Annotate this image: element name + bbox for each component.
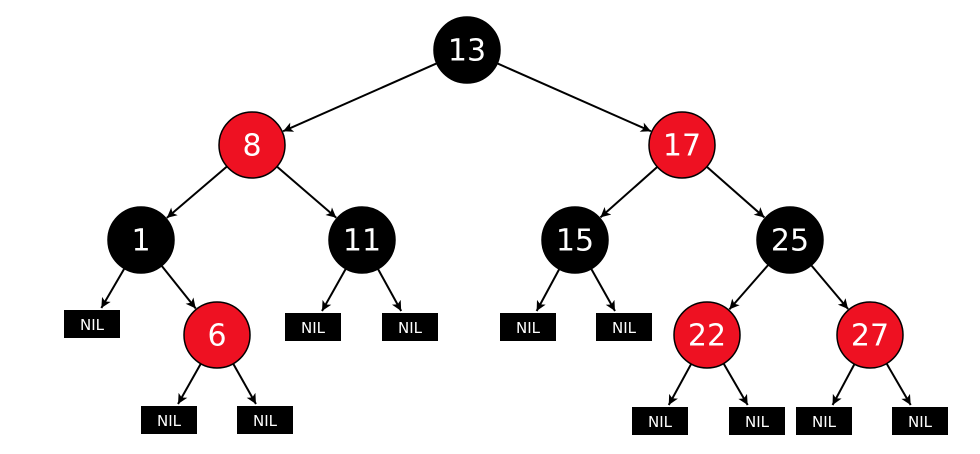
- edge-n13-n8: [282, 62, 438, 133]
- node-label: 22: [688, 319, 726, 354]
- node-label: 17: [663, 129, 701, 164]
- tree-edges: [100, 62, 912, 406]
- nil-label: NIL: [648, 413, 673, 431]
- nil-box: [632, 407, 688, 435]
- nil-15-left: NIL: [500, 313, 556, 341]
- tree-node-8: 8: [218, 111, 286, 179]
- node-circle-red: [183, 301, 251, 369]
- edge-n8-n11: [276, 165, 337, 219]
- edge-n15-nil-15-right: [590, 268, 616, 312]
- nil-box: [596, 313, 652, 341]
- node-circle-black: [541, 206, 609, 274]
- nil-11-left: NIL: [285, 313, 341, 341]
- tree-node-15: 15: [541, 206, 609, 274]
- edge-n22-nil-22-left: [667, 363, 693, 406]
- tree-node-22: 22: [673, 301, 741, 369]
- node-label: 25: [771, 224, 809, 259]
- node-label: 8: [242, 129, 261, 164]
- nil-label: NIL: [745, 413, 770, 431]
- nil-6-left: NIL: [141, 406, 197, 434]
- tree-node-25: 25: [756, 206, 824, 274]
- node-circle-red: [648, 111, 716, 179]
- edge-n13-n17: [496, 62, 652, 133]
- node-label: 6: [207, 319, 226, 354]
- nil-label: NIL: [253, 412, 278, 430]
- nil-label: NIL: [157, 412, 182, 430]
- nil-1-left: NIL: [64, 310, 120, 338]
- edge-n11-nil-11-right: [377, 268, 403, 312]
- nil-label: NIL: [908, 413, 933, 431]
- nil-label: NIL: [301, 319, 326, 337]
- nil-6-right: NIL: [237, 406, 293, 434]
- tree-node-13: 13: [433, 16, 501, 84]
- node-circle-black: [756, 206, 824, 274]
- nil-box: [500, 313, 556, 341]
- edge-n8-n1: [166, 165, 228, 219]
- nil-box: [64, 310, 120, 338]
- tree-node-11: 11: [328, 206, 396, 274]
- nil-box: [285, 313, 341, 341]
- node-circle-black: [107, 206, 175, 274]
- nil-label: NIL: [80, 316, 105, 334]
- nil-label: NIL: [812, 413, 837, 431]
- node-label: 11: [343, 224, 381, 259]
- nil-label: NIL: [516, 319, 541, 337]
- node-circle-black: [328, 206, 396, 274]
- nil-box: [141, 406, 197, 434]
- edge-n27-nil-27-right: [885, 363, 912, 406]
- nil-label: NIL: [398, 319, 423, 337]
- nil-box: [796, 407, 852, 435]
- node-label: 13: [448, 34, 486, 69]
- nil-22-left: NIL: [632, 407, 688, 435]
- edge-n25-n22: [728, 264, 770, 311]
- node-label: 27: [851, 319, 889, 354]
- edge-n1-n6: [160, 265, 197, 310]
- node-circle-red: [836, 301, 904, 369]
- edge-n1-nil-1-left: [100, 268, 126, 309]
- nil-box: [892, 407, 948, 435]
- tree-node-1: 1: [107, 206, 175, 274]
- nil-box: [729, 407, 785, 435]
- nil-27-left: NIL: [796, 407, 852, 435]
- tree-node-6: 6: [183, 301, 251, 369]
- tree-node-27: 27: [836, 301, 904, 369]
- edge-n17-n15: [599, 166, 658, 219]
- nil-27-right: NIL: [892, 407, 948, 435]
- nil-box: [237, 406, 293, 434]
- tree-node-17: 17: [648, 111, 716, 179]
- node-label: 15: [556, 224, 594, 259]
- edge-n6-nil-6-left: [177, 363, 202, 405]
- nil-15-right: NIL: [596, 313, 652, 341]
- nil-box: [382, 313, 438, 341]
- edge-n15-nil-15-left: [535, 268, 561, 312]
- edge-n11-nil-11-left: [321, 268, 347, 312]
- edge-n25-n27: [810, 264, 849, 310]
- edge-n6-nil-6-right: [232, 363, 257, 405]
- node-label: 1: [131, 224, 150, 259]
- node-circle-red: [673, 301, 741, 369]
- node-circle-red: [218, 111, 286, 179]
- nil-22-right: NIL: [729, 407, 785, 435]
- node-circle-black: [433, 16, 501, 84]
- nil-leaves: NIL NIL NIL NIL NIL NIL NIL NIL NIL NIL NIL: [64, 310, 948, 435]
- nil-label: NIL: [612, 319, 637, 337]
- edge-n22-nil-22-right: [722, 363, 749, 406]
- edge-n17-n25: [706, 166, 766, 219]
- nil-11-right: NIL: [382, 313, 438, 341]
- edge-n27-nil-27-left: [831, 363, 856, 406]
